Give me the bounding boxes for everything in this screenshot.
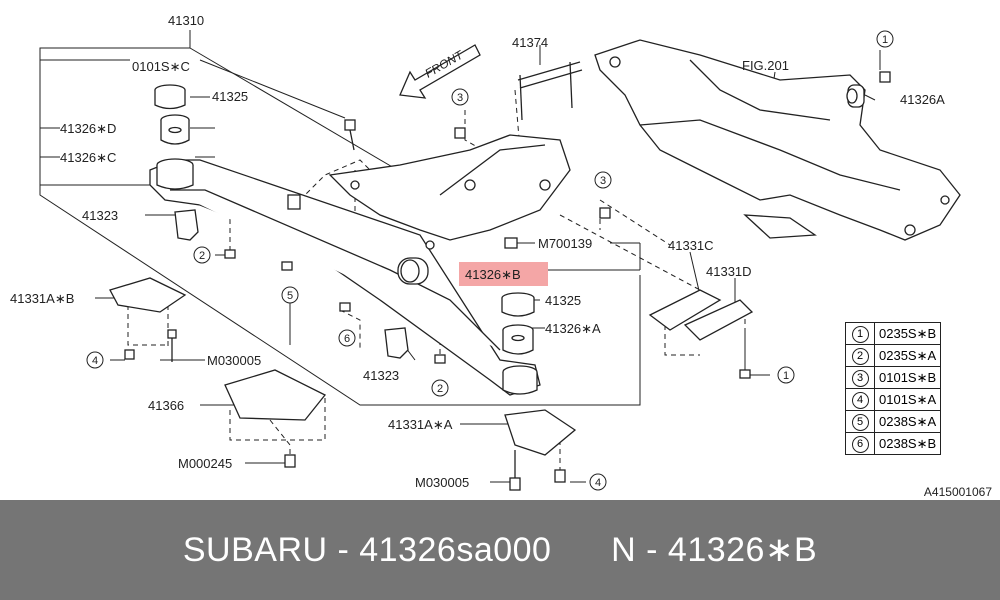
svg-text:5: 5 — [287, 290, 293, 302]
ref-4-left: 4 — [86, 351, 104, 369]
callout-labels: 41310 0101S∗C 41325 41326∗D 41326∗C 4132… — [10, 13, 945, 490]
legend-code: 0101S∗B — [873, 366, 942, 389]
callout-41325-right: 41325 — [545, 293, 581, 308]
callout-41374: 41374 — [512, 35, 548, 50]
callout-41331a-b: 41331A∗B — [10, 291, 74, 306]
callout-41331c: 41331C — [668, 238, 714, 253]
callout-m700139: M700139 — [538, 236, 592, 251]
callout-41326-b: 41326∗B — [465, 267, 521, 282]
svg-text:2: 2 — [199, 250, 205, 262]
legend-num: 4 — [851, 391, 869, 409]
reference-code-text: N - 41326∗B — [611, 531, 818, 569]
svg-text:4: 4 — [92, 355, 98, 367]
legend-code: 0235S∗B — [873, 322, 942, 345]
crossmember-frame — [149, 134, 571, 396]
diagram-code: A415001067 — [923, 485, 992, 499]
circle-refs: 1 1 2 2 3 3 4 4 5 6 — [86, 30, 894, 491]
callout-41326-a: 41326∗A — [545, 321, 601, 336]
subframe-reference — [594, 39, 961, 241]
ref-1-top: 1 — [876, 30, 894, 48]
ref-3-top: 3 — [451, 88, 469, 106]
legend-num: 6 — [851, 435, 869, 453]
callout-41331a-a: 41331A∗A — [388, 417, 453, 432]
callout-41331d: 41331D — [706, 264, 752, 279]
legend-code: 0238S∗A — [873, 410, 942, 433]
legend-code: 0101S∗A — [873, 388, 942, 411]
legend-num: 1 — [851, 325, 869, 343]
svg-text:3: 3 — [457, 92, 463, 104]
svg-text:3: 3 — [600, 175, 606, 187]
callout-41326-d: 41326∗D — [60, 121, 116, 136]
svg-text:6: 6 — [344, 333, 350, 345]
parts-diagram: 41310 0101S∗C 41325 41326∗D 41326∗C 4132… — [10, 13, 992, 499]
part-number-footer: SUBARU - 41326sa000 N - 41326∗B — [0, 500, 1000, 600]
footer-spacer — [551, 531, 611, 570]
ref-4-right: 4 — [589, 473, 607, 491]
ref-3-right: 3 — [594, 171, 612, 189]
callout-41323-left: 41323 — [82, 208, 118, 223]
legend-num: 2 — [851, 347, 869, 365]
front-arrow — [399, 44, 481, 99]
legend-code: 0238S∗B — [873, 432, 942, 455]
bushings — [154, 84, 538, 395]
callout-fig201: FIG.201 — [742, 58, 789, 73]
part-number-text: SUBARU - 41326sa000 — [182, 530, 552, 569]
selected-part-highlight — [459, 262, 548, 286]
legend-code: 0235S∗A — [873, 344, 942, 367]
legend-num: 5 — [851, 413, 869, 431]
callout-m000245: M000245 — [178, 456, 232, 471]
brackets — [109, 61, 754, 456]
ref-1-bottom: 1 — [777, 366, 795, 384]
callout-41325-top: 41325 — [212, 89, 248, 104]
callout-m030005-left: M030005 — [207, 353, 261, 368]
callout-41326-c: 41326∗C — [60, 150, 116, 165]
callout-41323-right: 41323 — [363, 368, 399, 383]
legend-num: 3 — [851, 369, 869, 387]
svg-text:1: 1 — [783, 370, 789, 382]
callout-0101s-c: 0101S∗C — [132, 59, 190, 74]
callout-41326a: 41326A — [900, 92, 945, 107]
svg-text:4: 4 — [595, 477, 601, 489]
ref-2-right: 2 — [431, 379, 449, 397]
svg-text:1: 1 — [882, 34, 888, 46]
ref-5: 5 — [281, 286, 299, 304]
callout-41366: 41366 — [148, 398, 184, 413]
svg-text:2: 2 — [437, 383, 443, 395]
diagram-drawing: 41310 0101S∗C 41325 41326∗D 41326∗C 4132… — [10, 13, 961, 491]
ref-6: 6 — [338, 329, 356, 347]
callout-m030005-right: M030005 — [415, 475, 469, 490]
callout-41310: 41310 — [168, 13, 204, 28]
fasteners — [124, 71, 891, 491]
ref-2-left: 2 — [193, 246, 211, 264]
